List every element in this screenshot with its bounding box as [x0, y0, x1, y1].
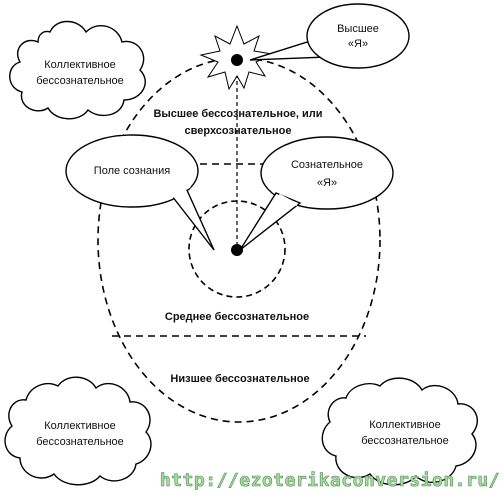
cloud-bottom-left-label-line1: Коллективное: [44, 420, 116, 432]
higher-self-label-line1: Высшее: [337, 23, 379, 35]
field-of-consciousness-label: Поле сознания: [94, 165, 170, 177]
cloud-bottom-left-label-line2: бессознательное: [36, 436, 124, 448]
higher-unconscious-label-line1: Высшее бессознательное, или: [153, 108, 322, 120]
conscious-self-label-line1: Сознательное: [291, 159, 363, 171]
field-of-consciousness-circle: [188, 200, 286, 298]
collective-unconscious-cloud-bottom-right: Коллективное бессознательное: [321, 377, 478, 486]
outer-egg-boundary: [97, 57, 381, 423]
field-of-consciousness-callout: Поле сознания: [65, 134, 215, 251]
higher-self-callout: Высшее «Я»: [249, 3, 410, 69]
collective-unconscious-cloud-top-left: Коллективное бессознательное: [9, 20, 146, 120]
conscious-self-dot: [231, 244, 243, 256]
cloud-bottom-right-label-line2: бессознательное: [361, 435, 449, 447]
conscious-self-callout: Сознательное «Я»: [239, 136, 394, 251]
higher-unconscious-label-line2: сверхсознательное: [185, 125, 292, 137]
cloud-bottom-right-label-line1: Коллективное: [369, 419, 441, 431]
higher-self-label-line2: «Я»: [348, 38, 368, 50]
lower-unconscious-label: Низшее бессознательное: [170, 373, 309, 385]
higher-self-dot: [231, 54, 243, 66]
field-callout-pointer: [170, 187, 215, 251]
conscious-self-label-line2: «Я»: [317, 177, 337, 189]
middle-unconscious-label: Среднее бессознательное: [165, 311, 309, 323]
conscious-self-callout-pointer: [239, 192, 302, 251]
cloud-top-left-label-line2: бессознательное: [36, 75, 124, 87]
watermark-url: http://ezoterikaconversion.ru/: [160, 470, 500, 491]
cloud-top-left-label-line1: Коллективное: [44, 59, 116, 71]
collective-unconscious-cloud-bottom-left: Коллективное бессознательное: [4, 376, 152, 486]
